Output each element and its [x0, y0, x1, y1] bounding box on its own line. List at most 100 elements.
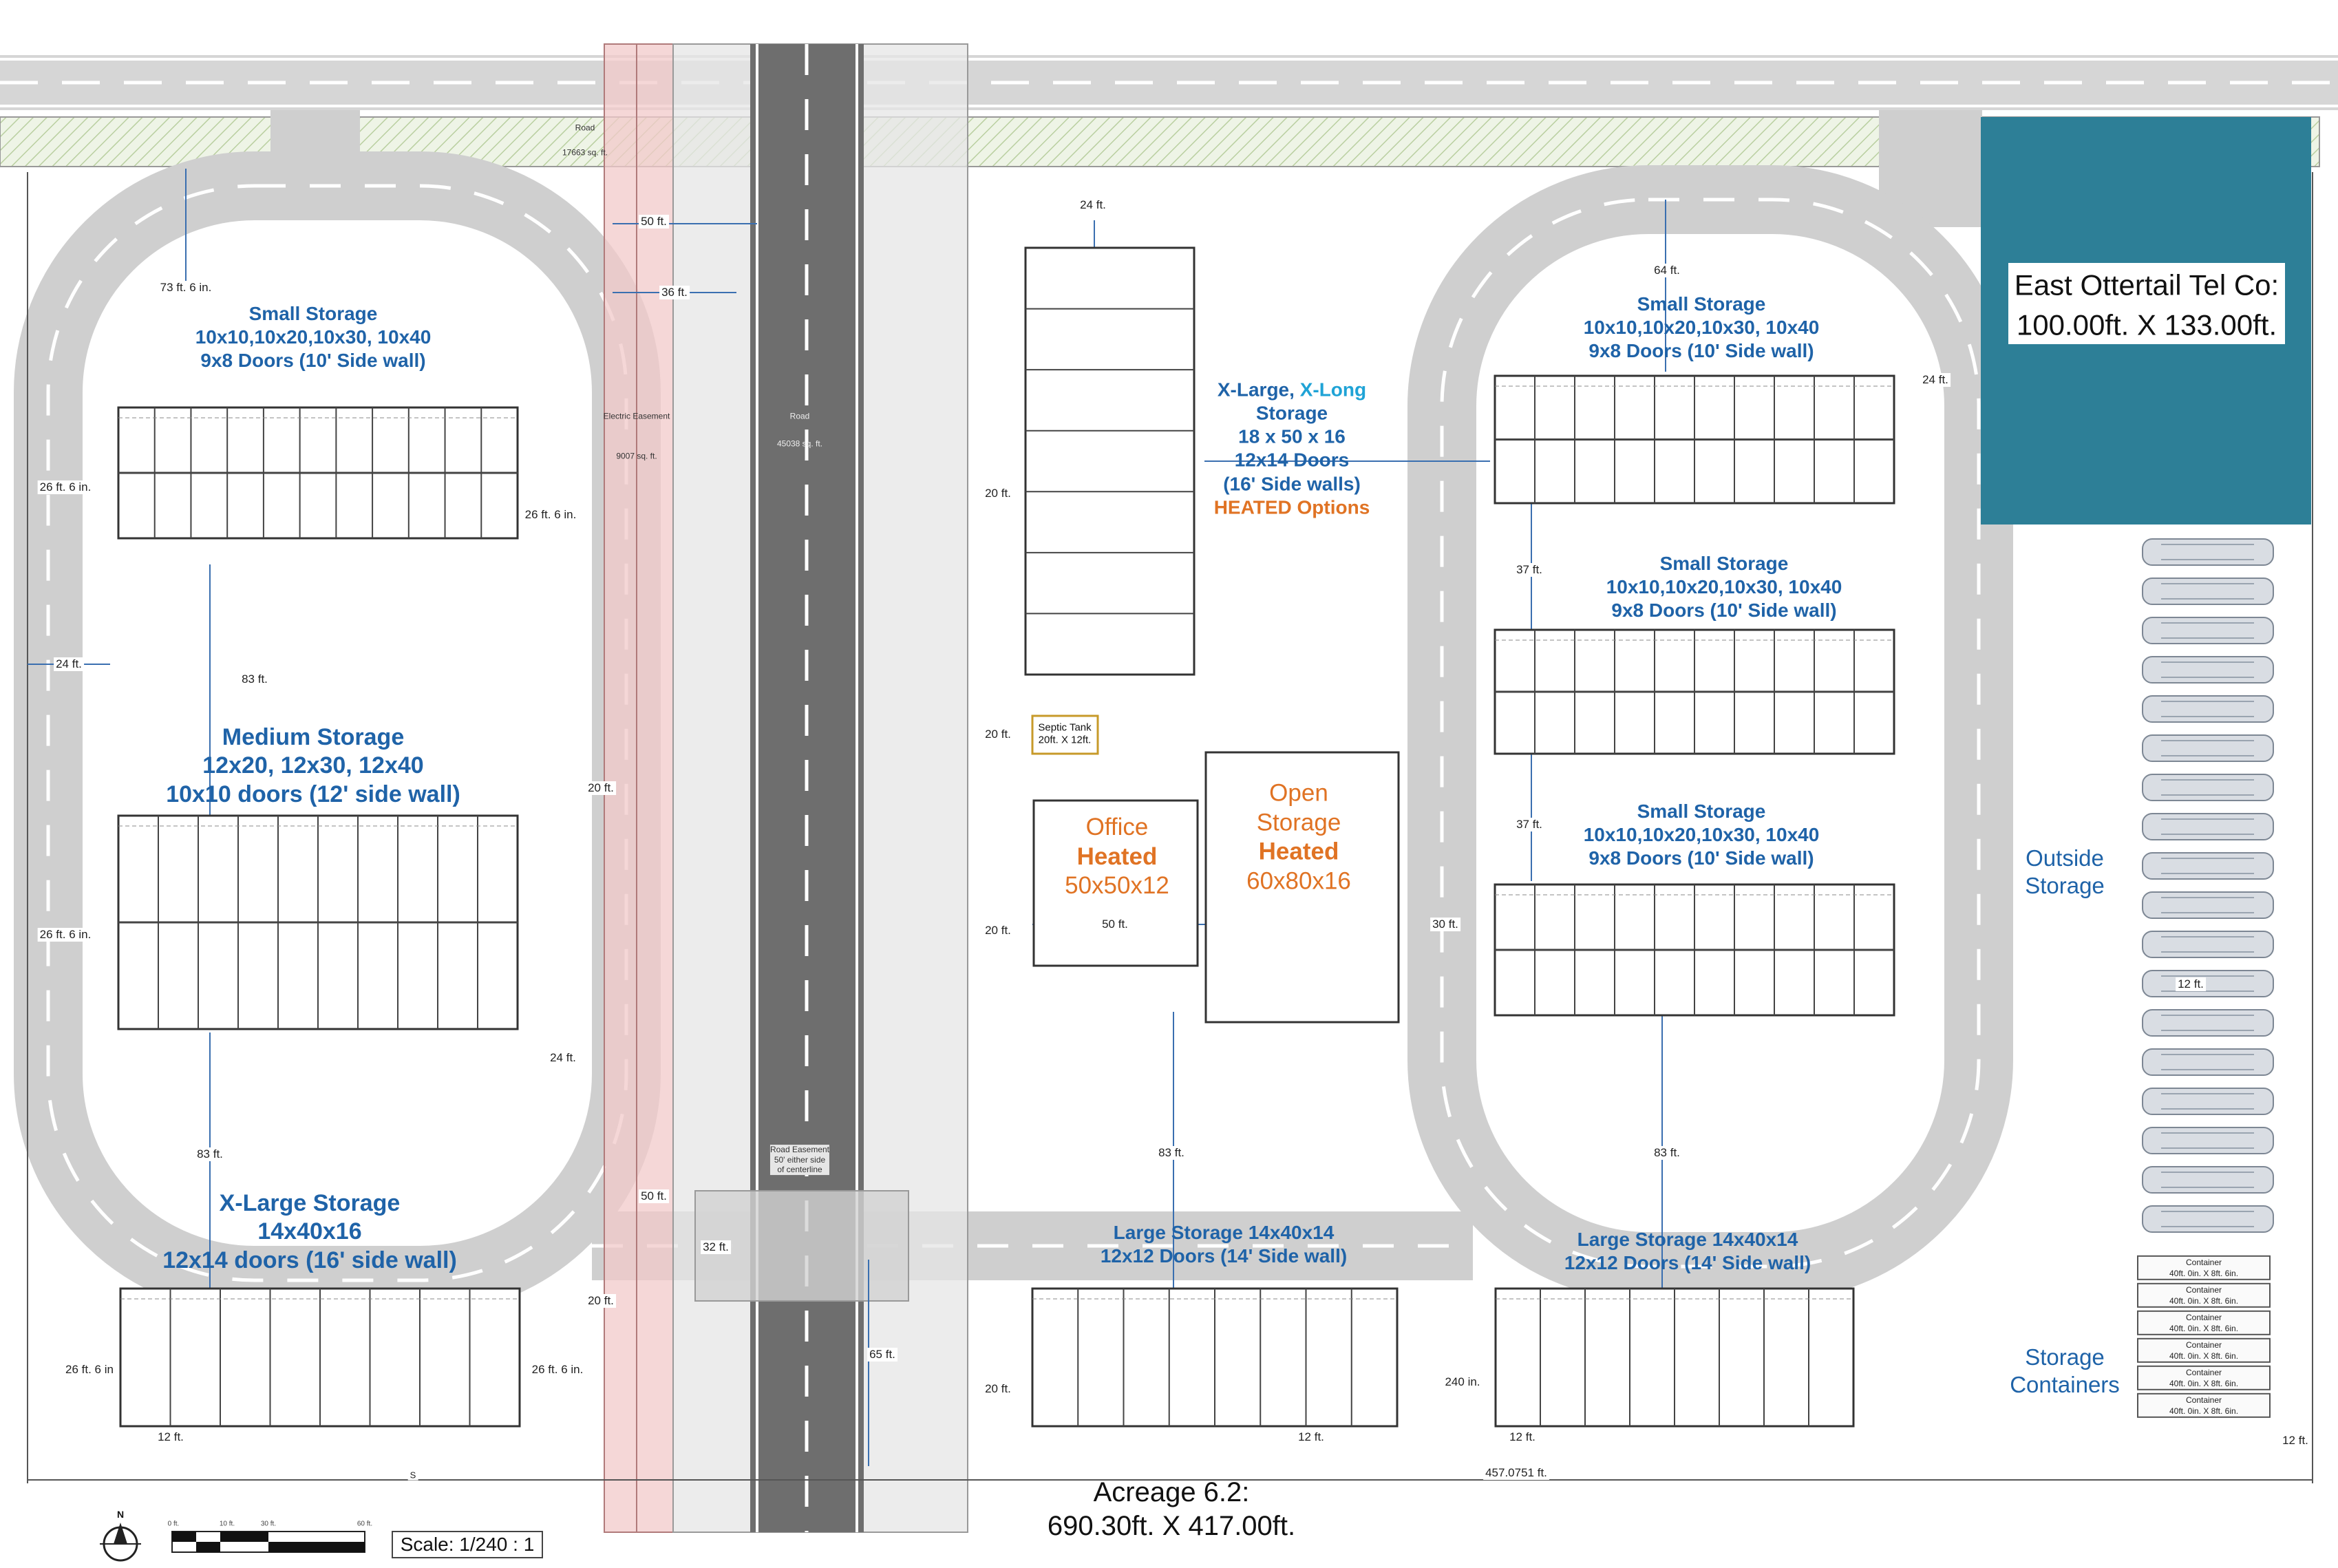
- scale-text: Scale: 1/240 : 1: [400, 1533, 535, 1555]
- container-item: Container 40ft. 0in. X 8ft. 6in.: [2137, 1282, 2271, 1309]
- header-road-label: Road: [575, 123, 595, 133]
- east-small3-title: Small Storage: [1637, 800, 1766, 822]
- outside-storage-space: [2142, 1048, 2274, 1076]
- dim-36: 36 ft.: [659, 286, 690, 299]
- dim-20-c: 20 ft.: [983, 924, 1013, 937]
- east-small1-sizes: 10x10,10x20,10x30, 10x40: [1583, 316, 1820, 338]
- dim-26-e: 26 ft. 6 in.: [529, 1363, 586, 1377]
- east-small2-doors: 9x8 Doors (10' Side wall): [1611, 600, 1837, 622]
- center-large-storage-label: Large Storage 14x40x14 12x12 Doors (14' …: [1101, 1221, 1347, 1268]
- open-l4: 60x80x16: [1246, 867, 1351, 895]
- scale-bar: [171, 1531, 365, 1553]
- xlong-t2: X-Long: [1299, 379, 1367, 401]
- west-small-storage-building: [117, 406, 519, 540]
- dim-83-b: 83 ft.: [1156, 1146, 1187, 1160]
- dim-37-a: 37 ft.: [1514, 563, 1544, 577]
- west-xlarge-storage-label: X-Large Storage 14x40x16 12x14 doors (16…: [162, 1189, 457, 1275]
- container-item: Container 40ft. 0in. X 8ft. 6in.: [2137, 1337, 2271, 1364]
- dim-20-low: 20 ft.: [586, 1294, 616, 1308]
- top-highway: [0, 55, 2338, 110]
- septic-label: Septic Tank 20ft. X 12ft.: [1038, 722, 1091, 748]
- east-small-storage-3-building: [1494, 883, 1895, 1017]
- east-small-storage-1-building: [1494, 374, 1895, 505]
- tenant-name: East Ottertail Tel Co:: [2014, 268, 2279, 301]
- dim-32: 32 ft.: [701, 1240, 731, 1254]
- dim-26-b: 26 ft. 6 in.: [522, 508, 579, 522]
- center-large-doors: 12x12 Doors (14' Side wall): [1100, 1245, 1348, 1267]
- open-l3: Heated: [1258, 838, 1339, 865]
- office-label: Office Heated 50x50x12: [1065, 813, 1169, 901]
- east-small3-sizes: 10x10,10x20,10x30, 10x40: [1583, 823, 1820, 845]
- central-road: [750, 44, 864, 1532]
- office-l3: 50x50x12: [1065, 872, 1169, 900]
- dim-12-c: 12 ft.: [1507, 1430, 1538, 1444]
- east-large-storage-building: [1494, 1287, 1855, 1428]
- east-small-storage-1-label: Small Storage 10x10,10x20,10x30, 10x40 9…: [1584, 293, 1820, 363]
- road-easement-label: Road Easement 50' either side of centerl…: [769, 1145, 830, 1175]
- east-small-storage-2-building: [1494, 628, 1895, 755]
- xlong-size: 18 x 50 x 16: [1238, 425, 1346, 447]
- east-small1-doors: 9x8 Doors (10' Side wall): [1588, 340, 1814, 362]
- dim-50-top: 50 ft.: [639, 215, 669, 229]
- xlong-heated: HEATED Options: [1213, 496, 1370, 518]
- dim-24-top: 24 ft.: [1078, 198, 1108, 212]
- dim-64: 64 ft.: [1652, 264, 1682, 277]
- outside-storage-space: [2142, 538, 2274, 566]
- scalebar-t3: 60 ft.: [357, 1520, 373, 1528]
- east-small3-doors: 9x8 Doors (10' Side wall): [1588, 847, 1814, 869]
- west-medium-storage-label: Medium Storage 12x20, 12x30, 12x40 10x10…: [166, 723, 460, 809]
- open-l2: Storage: [1256, 809, 1341, 836]
- central-road-label: Road: [789, 411, 810, 421]
- center-large-storage-building: [1031, 1287, 1399, 1428]
- office-l1: Office: [1085, 813, 1149, 840]
- easement-area: 9007 sq. ft.: [616, 451, 657, 461]
- outside-storage-space: [2142, 970, 2274, 997]
- dim-s-mark: S: [407, 1470, 418, 1481]
- dim-37-b: 37 ft.: [1514, 818, 1544, 831]
- west-xlarge-doors: 12x14 doors (16' side wall): [162, 1247, 457, 1273]
- outside-storage-space: [2142, 1009, 2274, 1037]
- dim-30: 30 ft.: [1430, 918, 1460, 931]
- outside-storage-space: [2142, 734, 2274, 762]
- septic-l2: 20ft. X 12ft.: [1038, 734, 1092, 746]
- outside-storage-space: [2142, 695, 2274, 723]
- outside-storage-space: [2142, 656, 2274, 684]
- container-item: Container 40ft. 0in. X 8ft. 6in.: [2137, 1310, 2271, 1336]
- east-loop-road: [1407, 165, 2013, 1301]
- dim-65: 65 ft.: [867, 1348, 897, 1362]
- dim-26-d: 26 ft. 6 in: [63, 1363, 116, 1377]
- dim-50-office: 50 ft.: [1100, 918, 1130, 931]
- north-arrow-icon: [100, 1523, 141, 1562]
- west-small-storage-label: Small Storage 10x10,10x20,10x30, 10x40 9…: [195, 302, 432, 372]
- acreage-l2: 690.30ft. X 417.00ft.: [1047, 1511, 1296, 1541]
- xlong-t3: Storage: [1255, 402, 1328, 424]
- west-xlarge-sizes: 14x40x16: [257, 1218, 362, 1245]
- outside-storage-space: [2142, 1166, 2274, 1194]
- scalebar-t1: 10 ft.: [219, 1520, 235, 1528]
- dim-20-a: 20 ft.: [983, 487, 1013, 500]
- dim-20-d: 20 ft.: [586, 781, 616, 795]
- east-small2-title: Small Storage: [1659, 552, 1789, 574]
- xlong-doors: 12x14 Doors: [1234, 449, 1350, 471]
- west-medium-doors: 10x10 doors (12' side wall): [166, 781, 460, 807]
- east-large-doors: 12x12 Doors (14' Side wall): [1564, 1252, 1811, 1273]
- center-large-title: Large Storage 14x40x14: [1113, 1221, 1335, 1243]
- west-xlarge-storage-building: [119, 1287, 521, 1428]
- outside-storage-space: [2142, 1088, 2274, 1115]
- central-road-area: 45038 sq. ft.: [776, 438, 823, 449]
- west-medium-sizes: 12x20, 12x30, 12x40: [202, 752, 424, 779]
- dim-12-a: 12 ft.: [156, 1430, 186, 1444]
- dim-24-mid: 24 ft.: [548, 1051, 578, 1065]
- open-storage-label: Open Storage Heated 60x80x16: [1246, 779, 1351, 897]
- storage-containers-label: Storage Containers: [2010, 1344, 2120, 1397]
- east-large-storage-label: Large Storage 14x40x14 12x12 Doors (14' …: [1564, 1228, 1811, 1275]
- north-label: N: [116, 1509, 125, 1520]
- outside-storage-label: Outside Storage: [2025, 845, 2105, 898]
- west-small-title: Small Storage: [248, 302, 378, 324]
- outside-storage-space: [2142, 852, 2274, 880]
- container-item: Container 40ft. 0in. X 8ft. 6in.: [2137, 1392, 2271, 1419]
- xlong-storage-label: X-Large, X-Long Storage 18 x 50 x 16 12x…: [1214, 379, 1370, 520]
- storage-buildings: [117, 374, 1895, 1428]
- west-small-sizes: 10x10,10x20,10x30, 10x40: [195, 326, 432, 348]
- dim-50-low: 50 ft.: [639, 1189, 669, 1203]
